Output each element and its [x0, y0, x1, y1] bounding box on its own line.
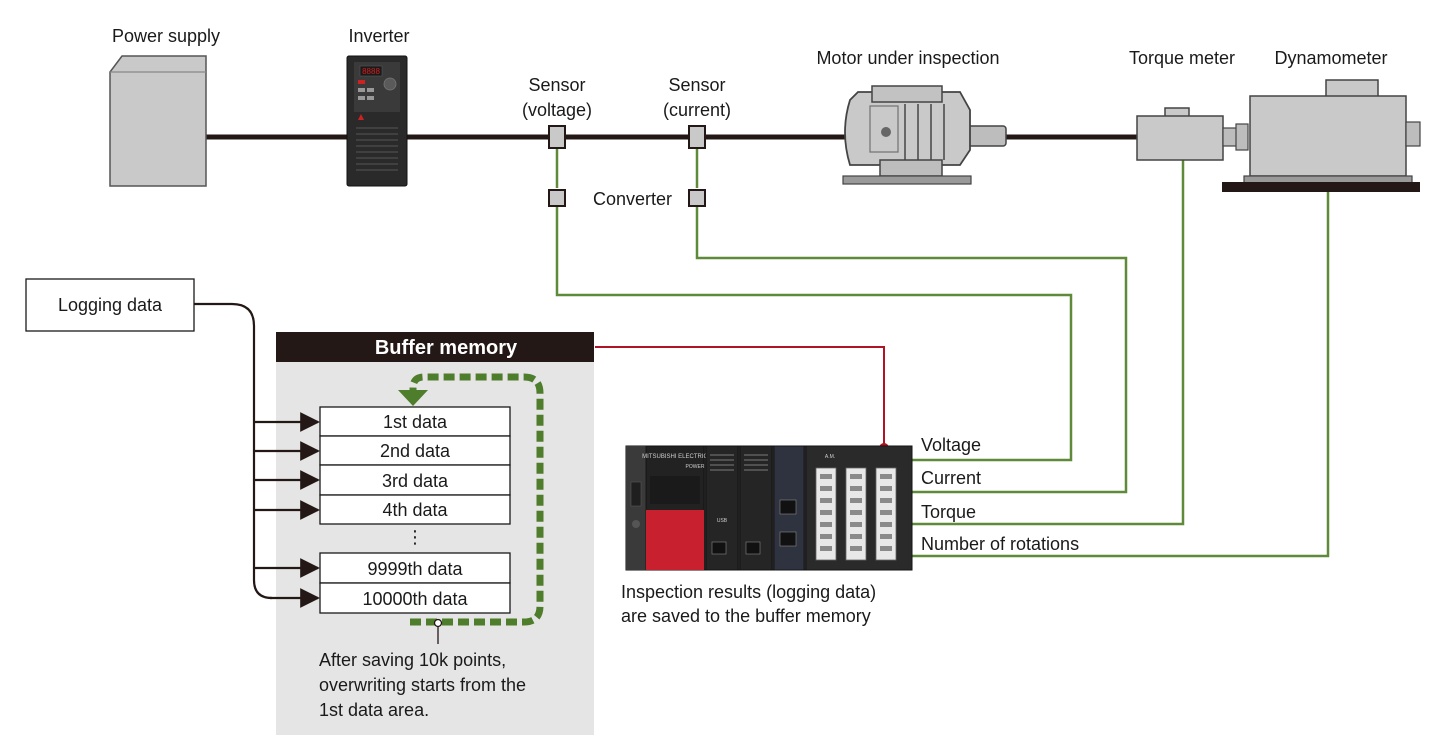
slot-1-label: 1st data: [383, 412, 448, 432]
signal-wiring: [555, 148, 1330, 558]
plc-am-label: A.M.: [825, 454, 835, 460]
inverter-label: Inverter: [348, 26, 409, 46]
slot-10000-label: 10000th data: [362, 589, 468, 609]
sensor-current-label-2: (current): [663, 100, 731, 120]
motor-label: Motor under inspection: [816, 48, 999, 68]
sensor-voltage-label-1: Sensor: [528, 75, 585, 95]
torque-meter-icon: [1136, 107, 1238, 161]
input-rotations-label: Number of rotations: [921, 534, 1079, 554]
plc-caption-line-2: are saved to the buffer memory: [621, 606, 871, 626]
sensor-current-label-1: Sensor: [668, 75, 725, 95]
plc-usb-label: USB: [717, 518, 728, 524]
slot-2-label: 2nd data: [380, 441, 451, 461]
input-torque-label: Torque: [921, 502, 976, 522]
logging-arrows: [194, 302, 320, 608]
slot-10000: [319, 582, 511, 614]
overwrite-note-line-1: After saving 10k points,: [319, 650, 506, 670]
slot-4: [319, 494, 511, 525]
logging-data-label: Logging data: [58, 295, 163, 315]
slot-4-label: 4th data: [382, 500, 448, 520]
plc-power-label: POWER: [686, 464, 705, 470]
plc-caption-line-1: Inspection results (logging data): [621, 582, 876, 602]
motor-icon: [842, 85, 1007, 185]
inverter-icon: 8888: [346, 55, 408, 187]
input-voltage-label: Voltage: [921, 435, 981, 455]
overwrite-loop-arrow: [398, 373, 544, 626]
svg-text:8888: 8888: [362, 67, 380, 76]
buffer-memory-title: Buffer memory: [375, 337, 518, 359]
torque-meter-label: Torque meter: [1129, 48, 1235, 68]
slot-1: [319, 406, 511, 437]
overwrite-note-line-2: overwriting starts from the: [319, 675, 526, 695]
buffer-slots: 1st data 2nd data 3rd data 4th data ⋮ 99…: [319, 406, 511, 614]
sensor-voltage-label-2: (voltage): [522, 100, 592, 120]
converter-current-icon: [688, 189, 706, 207]
sensor-voltage-icon: [548, 125, 566, 149]
slot-ellipsis: ⋮: [406, 527, 424, 547]
overwrite-note-line-3: 1st data area.: [319, 700, 429, 720]
sensor-current-icon: [688, 125, 706, 149]
converter-voltage-icon: [548, 189, 566, 207]
power-supply-icon: [109, 55, 207, 187]
buffer-link-line: [595, 346, 885, 446]
input-current-label: Current: [921, 468, 981, 488]
slot-9999: [319, 552, 511, 584]
plc-icon: MITSUBISHI ELECTRIC POWER USB A.M.: [625, 445, 913, 571]
power-supply-label: Power supply: [112, 26, 220, 46]
note-leader-dot: [433, 618, 443, 628]
converter-label: Converter: [593, 189, 672, 209]
slot-3-label: 3rd data: [382, 471, 449, 491]
plc-brand-label: MITSUBISHI ELECTRIC: [642, 454, 708, 460]
slot-9999-label: 9999th data: [367, 559, 463, 579]
dynamometer-label: Dynamometer: [1274, 48, 1387, 68]
buffer-memory-header: [276, 332, 594, 362]
dynamometer-icon: [1222, 79, 1421, 192]
